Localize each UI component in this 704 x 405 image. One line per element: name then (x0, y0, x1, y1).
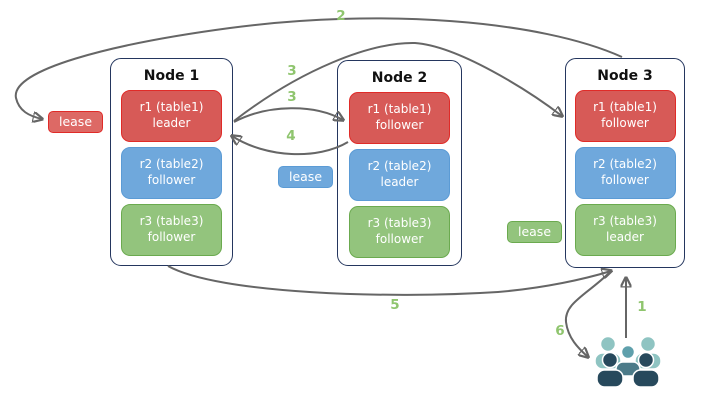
replica-label: r3 (table3) (139, 214, 204, 229)
node2-replica-r2: r2 (table2) leader (349, 149, 450, 201)
users-group-icon (594, 335, 662, 388)
user-head (620, 344, 636, 360)
node-3: Node 3 r1 (table1) follower r2 (table2) … (565, 58, 685, 268)
node-3-title: Node 3 (597, 68, 653, 84)
replica-role: follower (601, 173, 649, 187)
node1-replica-r1: r1 (table1) leader (121, 90, 222, 142)
node2-replica-r3: r3 (table3) follower (349, 206, 450, 258)
node3-replica-r2: r2 (table2) follower (574, 147, 676, 199)
step-6-label: 6 (555, 323, 565, 339)
user-body (596, 369, 624, 388)
lease-badge-table2: lease (278, 166, 333, 188)
replica-role: leader (605, 230, 644, 244)
replica-role: follower (375, 118, 424, 132)
step-5-label: 5 (390, 297, 400, 313)
replica-label: r1 (table1) (139, 100, 204, 115)
replica-role: follower (375, 232, 424, 246)
replica-label: r1 (table1) (367, 102, 432, 117)
user-head (637, 351, 655, 369)
node2-replica-r1: r1 (table1) follower (349, 92, 450, 144)
step-3b-label: 3 (287, 89, 297, 105)
node-2-title: Node 2 (371, 70, 428, 86)
user-head (599, 335, 617, 353)
step-2-label: 2 (336, 8, 346, 24)
node1-replica-r3: r3 (table3) follower (121, 204, 222, 256)
user-body (632, 369, 660, 388)
arrow-step5-node1-to-node3 (167, 265, 611, 296)
step-1-label: 1 (637, 299, 647, 315)
arrow-step3-leader-to-node2-follower (233, 107, 343, 123)
user-head (639, 335, 657, 353)
user-head (601, 351, 619, 369)
replica-label: r2 (table2) (593, 157, 657, 172)
replica-label: r3 (table3) (593, 214, 657, 229)
arrow-step2-node3-to-lease1 (14, 17, 623, 119)
step-3a-label: 3 (287, 63, 297, 79)
replica-label: r2 (table2) (367, 159, 432, 174)
node1-replica-r2: r2 (table2) follower (121, 147, 222, 199)
replica-role: leader (152, 116, 191, 130)
replica-role: follower (147, 230, 196, 244)
replica-role: follower (601, 116, 649, 130)
replica-role: follower (147, 173, 196, 187)
lease-badge-table1: lease (48, 111, 103, 133)
node-1: Node 1 r1 (table1) leader r2 (table2) fo… (110, 58, 233, 266)
replica-label: r2 (table2) (139, 157, 204, 172)
lease-badge-table3: lease (507, 221, 562, 243)
replica-role: leader (380, 175, 419, 189)
node3-replica-r3: r3 (table3) leader (574, 204, 676, 256)
step-4-label: 4 (286, 128, 296, 144)
node-2: Node 2 r1 (table1) follower r2 (table2) … (337, 60, 462, 266)
replica-label: r1 (table1) (593, 100, 657, 115)
node-1-title: Node 1 (143, 68, 200, 84)
replica-label: r3 (table3) (367, 216, 432, 231)
node3-replica-r1: r1 (table1) follower (574, 90, 676, 142)
